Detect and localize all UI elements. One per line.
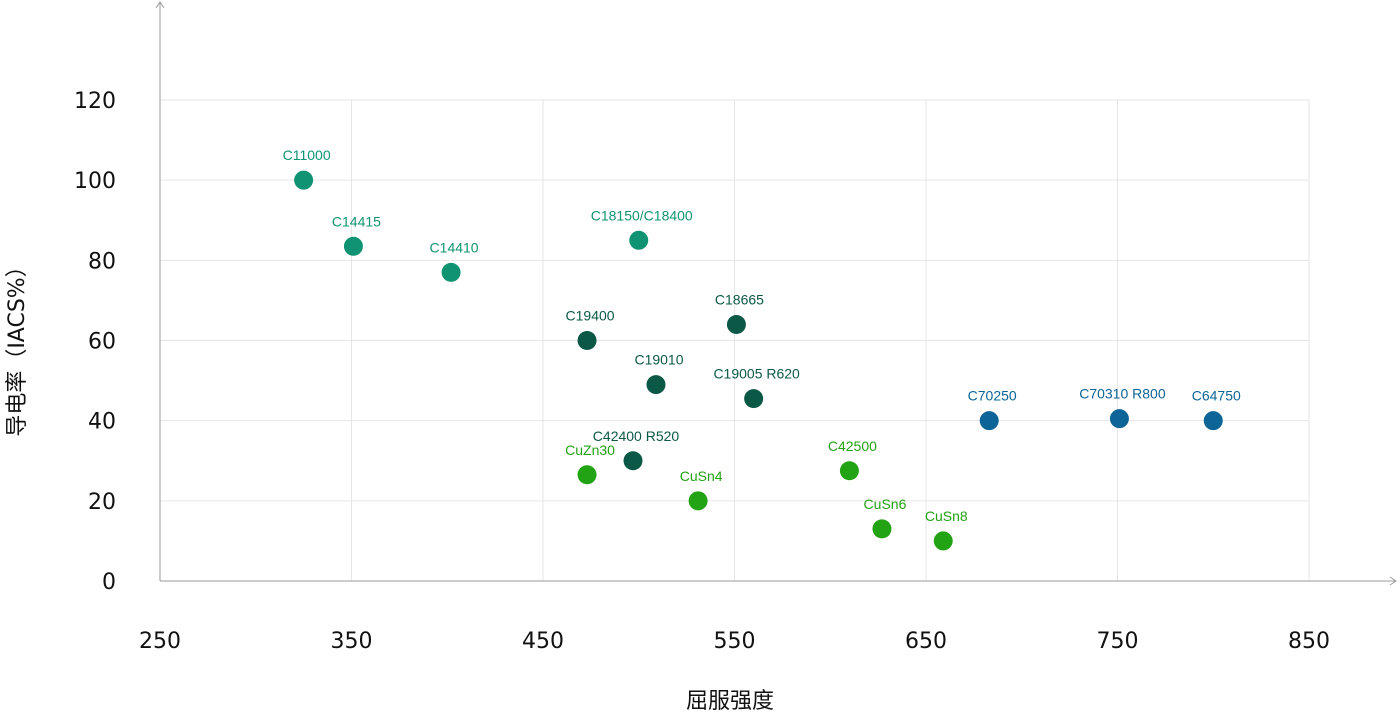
data-point-label: C19005 R620 [713,366,800,382]
data-point-label: C14415 [332,213,381,229]
data-point-label: CuZn30 [565,442,615,458]
x-tick-label: 250 [139,629,181,654]
data-point [1109,409,1129,429]
data-point-label: CuSn4 [680,468,723,484]
x-tick-label: 650 [905,629,947,654]
data-point [623,451,643,471]
data-point-group: C64750 [1192,388,1241,431]
data-point-label: C18150/C18400 [591,207,693,223]
y-tick-label: 120 [74,89,116,114]
y-tick-label: 0 [102,570,116,595]
tick-labels: 250 350 450 550 650 750 850 0 20 40 60 80 100 120 [74,89,1330,654]
data-point-group: C70250 [968,388,1017,431]
data-point [441,262,461,282]
data-point [646,375,666,395]
data-point-label: C19400 [566,308,615,324]
data-point [726,314,746,334]
data-point [839,461,859,481]
data-point [577,465,597,485]
data-point [933,531,953,551]
data-point-group: C42500 [828,438,877,481]
y-axis-title: 导电率（IACS%） [5,255,30,436]
data-point-label: C70310 R800 [1079,386,1166,402]
data-point-group: CuZn30 [565,442,615,485]
data-point [872,519,892,539]
data-point [979,411,999,431]
data-point [629,230,649,250]
data-point-group: CuSn6 [864,496,907,539]
x-axis-title: 屈服强度 [686,689,774,714]
y-tick-label: 60 [88,330,116,355]
data-point-label: C11000 [283,147,331,163]
data-point-group: C70310 R800 [1079,386,1166,429]
data-point-group: C11000 [283,147,331,190]
data-point [343,236,363,256]
data-point-group: C19005 R620 [713,366,800,409]
data-point [744,389,764,409]
data-point-group: C42400 R520 [593,428,680,471]
data-point-label: CuSn8 [925,508,968,524]
x-tick-label: 450 [522,629,564,654]
x-tick-label: 850 [1288,629,1330,654]
data-point-label: C42500 [828,438,877,454]
data-point-group: CuSn4 [680,468,723,511]
data-point-label: C64750 [1192,388,1241,404]
axes [155,1,1397,586]
data-point-group: C19010 [634,352,684,395]
data-point-label: C19010 [634,352,683,368]
x-axis-arrow [1389,576,1397,586]
data-point [577,331,597,350]
x-tick-label: 550 [714,629,756,654]
y-tick-label: 20 [88,490,116,515]
x-tick-label: 350 [331,629,373,654]
data-point-group: C19400 [566,308,615,350]
data-point-label: C14410 [430,239,479,255]
data-point-label: C42400 R520 [593,428,680,444]
data-point-group: C14410 [430,239,479,282]
data-point-label: C18665 [715,291,764,307]
x-tick-label: 750 [1097,629,1139,654]
data-point [294,170,314,190]
grid-lines [160,99,1310,581]
data-point [1203,411,1223,431]
y-axis-arrow [155,1,165,9]
y-tick-label: 40 [88,410,116,435]
data-point-label: C70250 [968,388,1017,404]
data-point-group: CuSn8 [925,508,968,551]
data-point-group: C14415 [332,213,381,256]
data-point [688,491,708,511]
data-point-group: C18150/C18400 [591,207,693,250]
data-point-label: CuSn6 [864,496,907,512]
y-tick-label: 80 [88,249,116,274]
data-point-group: C18665 [715,291,764,334]
y-tick-label: 100 [74,169,116,194]
